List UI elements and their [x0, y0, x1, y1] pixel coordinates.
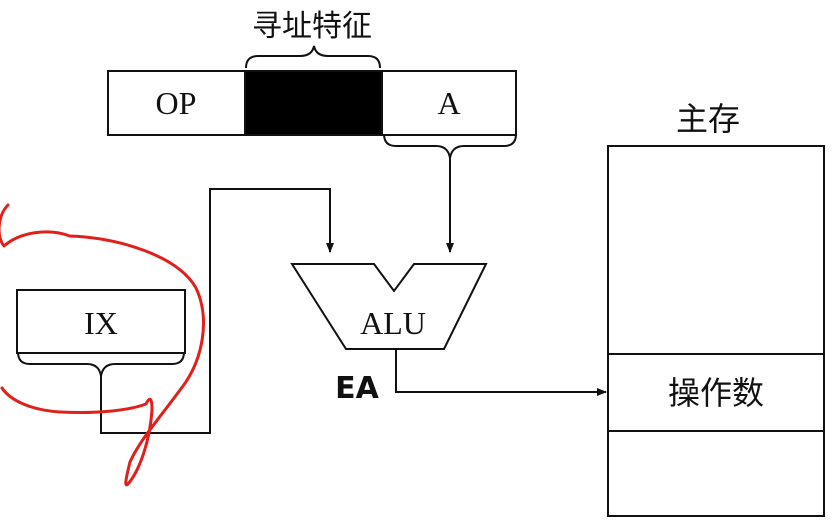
- index-register: [16, 289, 186, 354]
- index-register-label: IX: [84, 305, 118, 341]
- handwritten-circle-annotation: [0, 203, 205, 487]
- main-memory-title: 主存: [676, 100, 740, 138]
- title-brace: [245, 45, 381, 69]
- address-field: [381, 70, 517, 136]
- addressing-feature-field: [244, 70, 383, 136]
- address-label: A: [437, 85, 460, 121]
- effective-address-label: EA: [335, 371, 379, 406]
- main-memory: [607, 145, 825, 517]
- alu-shape: [290, 263, 488, 350]
- address-brace: [383, 133, 517, 159]
- op-field: [107, 70, 246, 136]
- index-to-alu-path: [100, 188, 334, 434]
- alu-label: ALU: [360, 305, 426, 341]
- index-register-brace: [17, 351, 185, 377]
- instruction-word: OP A: [107, 70, 517, 136]
- op-label: OP: [156, 85, 197, 121]
- addressing-feature-title: 寻址特征: [252, 9, 372, 44]
- ea-to-operand-arrow: [395, 349, 607, 396]
- operand-label: 操作数: [668, 374, 764, 412]
